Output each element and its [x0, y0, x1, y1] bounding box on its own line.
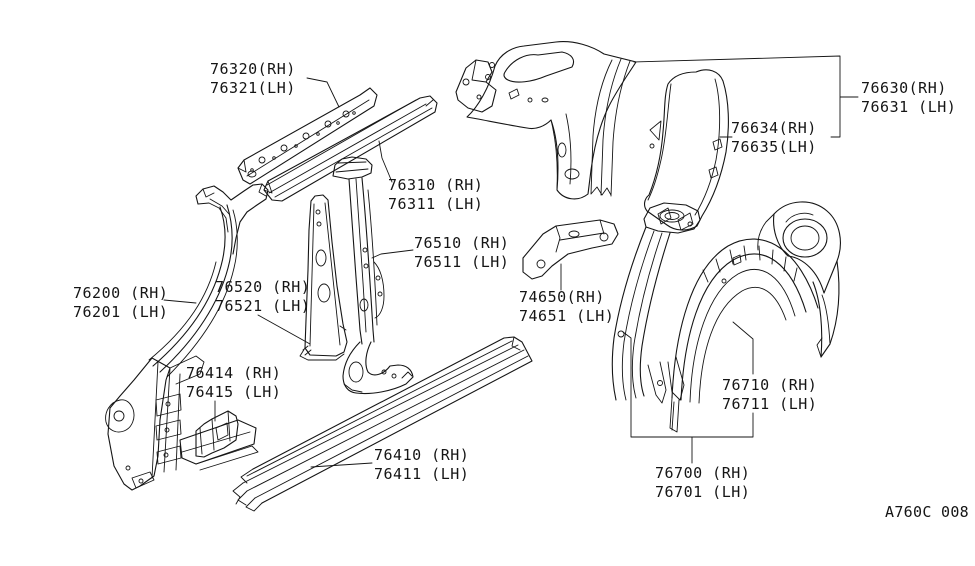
part-number-rh: 76710 (RH)	[722, 376, 818, 394]
part-number-rh: 76630(RH)	[861, 79, 947, 97]
part-number-lh: 76511 (LH)	[414, 253, 510, 271]
part-label-76414: 76414 (RH) 76415 (LH)	[186, 364, 281, 402]
part-number-lh: 76411 (LH)	[374, 465, 470, 483]
part-label-76710: 76710 (RH) 76711 (LH)	[722, 376, 817, 414]
part-label-76200: 76200 (RH) 76201 (LH)	[73, 284, 168, 322]
part-number-rh: 76700 (RH)	[655, 464, 751, 482]
part-number-lh: 76701 (LH)	[655, 483, 751, 501]
part-drawing-bracket-74650	[522, 219, 619, 280]
part-drawing-center-pillar-outer-76510	[332, 156, 414, 395]
part-drawing-wheel-house-76700	[611, 201, 841, 433]
part-label-76320: 76320(RH) 76321(LH)	[210, 60, 296, 98]
part-number-rh: 76320(RH)	[210, 60, 296, 78]
part-drawing-quarter-upper-76630	[455, 41, 637, 200]
part-label-76634: 76634(RH) 76635(LH)	[731, 119, 817, 157]
part-number-lh: 76631 (LH)	[861, 98, 957, 116]
part-number-lh: 76635(LH)	[731, 138, 817, 156]
part-label-76410: 76410 (RH) 76411 (LH)	[374, 446, 469, 484]
part-label-76630: 76630(RH) 76631 (LH)	[861, 79, 956, 117]
part-number-lh: 74651 (LH)	[519, 307, 615, 325]
part-label-76510: 76510 (RH) 76511 (LH)	[414, 234, 509, 272]
part-drawing-sill-76410	[232, 336, 533, 512]
part-drawing-quarter-front-76634	[644, 69, 729, 231]
part-number-rh: 76410 (RH)	[374, 446, 470, 464]
part-drawing-roof-rail-76320	[237, 87, 378, 185]
part-number-rh: 76510 (RH)	[414, 234, 510, 252]
part-label-74650: 74650(RH) 74651 (LH)	[519, 288, 614, 326]
diagram-code: A760C 008	[885, 503, 969, 521]
part-number-lh: 76201 (LH)	[73, 303, 169, 321]
part-number-rh: 76414 (RH)	[186, 364, 282, 382]
part-drawing-center-pillar-inner-76520	[299, 194, 348, 361]
part-number-rh: 74650(RH)	[519, 288, 605, 306]
part-number-rh: 76310 (RH)	[388, 176, 484, 194]
part-number-rh: 76634(RH)	[731, 119, 817, 137]
part-number-lh: 76521 (LH)	[215, 297, 311, 315]
part-number-rh: 76200 (RH)	[73, 284, 169, 302]
part-number-lh: 76415 (LH)	[186, 383, 282, 401]
callout-leader-lines	[163, 55, 859, 468]
part-number-lh: 76321(LH)	[210, 79, 296, 97]
part-drawing-bracket-76414	[195, 410, 239, 458]
part-label-76700: 76700 (RH) 76701 (LH)	[655, 464, 750, 502]
part-label-76520: 76520 (RH) 76521 (LH)	[215, 278, 310, 316]
part-number-rh: 76520 (RH)	[215, 278, 311, 296]
part-label-76310: 76310 (RH) 76311 (LH)	[388, 176, 483, 214]
part-number-lh: 76711 (LH)	[722, 395, 818, 413]
part-number-lh: 76311 (LH)	[388, 195, 484, 213]
part-drawing-front-pillar-76200	[105, 183, 269, 491]
